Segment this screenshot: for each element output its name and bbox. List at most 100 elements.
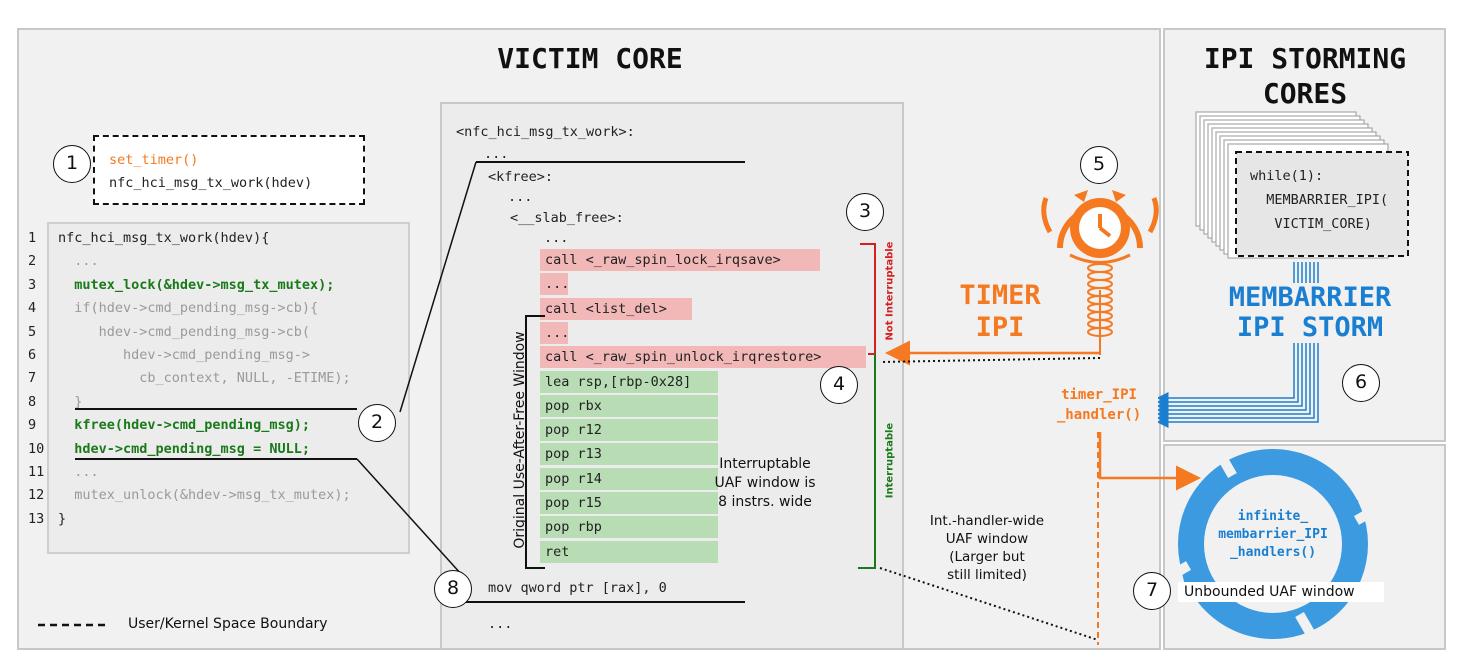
membarrier-storm-line1: MEMBARRIER: [1228, 282, 1392, 313]
line-number: 8: [28, 393, 37, 410]
infinite-handlers-line2: membarrier_IPI: [1218, 527, 1328, 542]
interruptable-bracket: [858, 354, 876, 569]
asm-instruction: pop r12: [540, 419, 718, 442]
asm-dots-3: ...: [544, 230, 569, 246]
ipi-storm-lines: [1156, 262, 1319, 428]
timer-handler-line1: timer_IPI: [1061, 387, 1137, 403]
source-line: ...: [58, 253, 99, 270]
source-line: mutex_unlock(&hdev->msg_tx_mutex);: [58, 487, 351, 504]
asm-dots-2: ...: [508, 189, 533, 205]
line-number: 7: [28, 370, 37, 387]
source-line: }: [58, 393, 83, 410]
asm-instruction: ...: [540, 321, 569, 344]
membarrier-storm-label: MEMBARRIER IPI STORM: [1212, 283, 1408, 343]
asm-instruction: call <_raw_spin_lock_irqsave>: [540, 249, 820, 271]
spring-coil: [1087, 263, 1113, 337]
source-line: if(hdev->cmd_pending_msg->cb){: [58, 300, 319, 317]
int-handler-note-line4: still limited): [947, 567, 1027, 583]
asm-instruction: pop r14: [540, 467, 718, 490]
interruptable-note-line3: 8 instrs. wide: [718, 494, 812, 510]
source-line: kfree(hdev->cmd_pending_msg);: [58, 417, 310, 434]
line-number: 4: [28, 300, 37, 317]
infinite-handlers-label: infinite_ membarrier_IPI _handlers(): [1203, 508, 1343, 562]
timer-ipi-label-line2: IPI: [975, 312, 1025, 343]
storm-code-line2: MEMBARRIER_IPI(: [1250, 192, 1389, 208]
connector-to-mov: [356, 458, 463, 576]
int-handler-note-line1: Int.-handler-wide: [929, 513, 1045, 529]
uaf-window-bracket: [525, 315, 545, 569]
source-line: ...: [58, 464, 99, 480]
asm-instruction: pop rbx: [540, 394, 718, 417]
dotted-window-top: [879, 357, 1101, 363]
timer-handler-line2: _handler(): [1056, 407, 1142, 423]
source-line: nfc_hci_msg_tx_work(hdev){: [58, 230, 270, 246]
membarrier-storm-line2: IPI STORM: [1236, 312, 1384, 343]
source-line: hdev->cmd_pending_msg = NULL;: [58, 440, 310, 457]
storm-code-line3: VICTIM_CORE): [1250, 216, 1372, 232]
step-3-marker: 3: [846, 193, 884, 231]
step-6-marker: 6: [1342, 364, 1380, 402]
int-handler-note-line3: (Larger but: [949, 549, 1025, 565]
infinite-loop-ring: [1166, 449, 1379, 639]
source-line: cb_context, NULL, -ETIME);: [58, 370, 351, 387]
not-interruptable-bracket: [860, 243, 876, 355]
step-1-marker: 1: [53, 145, 91, 183]
asm-instruction: pop rbp: [540, 516, 718, 539]
source-line: hdev->cmd_pending_msg->cb(: [58, 323, 310, 340]
source-code-box: [47, 222, 410, 554]
asm-instruction: call <_raw_spin_unlock_irqrestore>: [540, 346, 866, 369]
step-2-marker: 2: [358, 404, 396, 442]
infinite-handlers-line1: infinite_: [1237, 509, 1309, 524]
asm-kfree: <kfree>:: [488, 169, 554, 185]
line-number: 11: [28, 464, 45, 480]
source-line: mutex_lock(&hdev->msg_tx_mutex);: [58, 276, 335, 293]
asm-instruction: ret: [540, 540, 718, 563]
line-number: 6: [28, 347, 37, 363]
unbounded-uaf-label: Unbounded UAF window: [1178, 582, 1384, 602]
connector-to-kfree: [399, 161, 477, 413]
ipi-storming-title-line2: CORES: [1262, 77, 1348, 110]
asm-dots-end: ...: [488, 616, 513, 632]
asm-instruction: lea rsp,[rbp-0x28]: [540, 370, 718, 393]
interruptable-note: Interruptable UAF window is 8 instrs. wi…: [690, 455, 840, 512]
infinite-handlers-line3: _handlers(): [1229, 545, 1317, 560]
line-number: 13: [28, 510, 45, 527]
asm-header: <nfc_hci_msg_tx_work>:: [456, 124, 635, 140]
asm-instruction: call <list_del>: [540, 297, 692, 320]
interruptable-note-line2: UAF window is: [714, 475, 816, 491]
victim-core-title: VICTIM CORE: [497, 42, 683, 75]
step-4-marker: 4: [820, 366, 858, 404]
source-line: hdev->cmd_pending_msg->: [58, 347, 310, 363]
line-number: 1: [28, 230, 37, 246]
source-line: }: [58, 510, 67, 527]
handler-to-infinite-arrow: [1098, 432, 1201, 491]
step-8-marker: 8: [434, 570, 472, 608]
int-handler-note-line2: UAF window: [945, 531, 1029, 547]
asm-mov: mov qword ptr [rax], 0: [488, 580, 667, 596]
step-7-marker: 7: [1133, 572, 1171, 610]
line-number: 9: [28, 417, 37, 434]
line-number: 2: [28, 253, 37, 270]
asm-instruction: pop r15: [540, 492, 718, 514]
timer-ipi-label-line1: TIMER: [959, 280, 1041, 311]
line-number: 10: [28, 440, 45, 457]
user-call-box: set_timer() nfc_hci_msg_tx_work(hdev): [93, 135, 365, 205]
storm-code-line1: while(1):: [1250, 168, 1324, 184]
step-5-marker: 5: [1080, 146, 1118, 184]
storm-code-box: [1235, 151, 1409, 257]
set-timer-call: set_timer(): [109, 152, 199, 168]
asm-instruction: pop r13: [540, 443, 718, 466]
line-number: 3: [28, 276, 37, 293]
int-handler-note: Int.-handler-wide UAF window (Larger but…: [912, 512, 1062, 584]
asm-instruction: ...: [540, 273, 569, 296]
dotted-window-bottom: [879, 567, 1099, 641]
tx-work-call: nfc_hci_msg_tx_work(hdev): [109, 175, 313, 191]
interruptable-note-line1: Interruptable: [719, 456, 811, 472]
alarm-clock-icon: [1041, 190, 1159, 264]
line-number: 12: [28, 487, 45, 504]
asm-dots-1: ...: [484, 146, 509, 162]
ipi-storming-title-line1: IPI STORMING: [1203, 42, 1407, 75]
timer-handler-label: timer_IPI _handler(): [1040, 385, 1158, 425]
asm-slab-free: <__slab_free>:: [510, 210, 624, 226]
